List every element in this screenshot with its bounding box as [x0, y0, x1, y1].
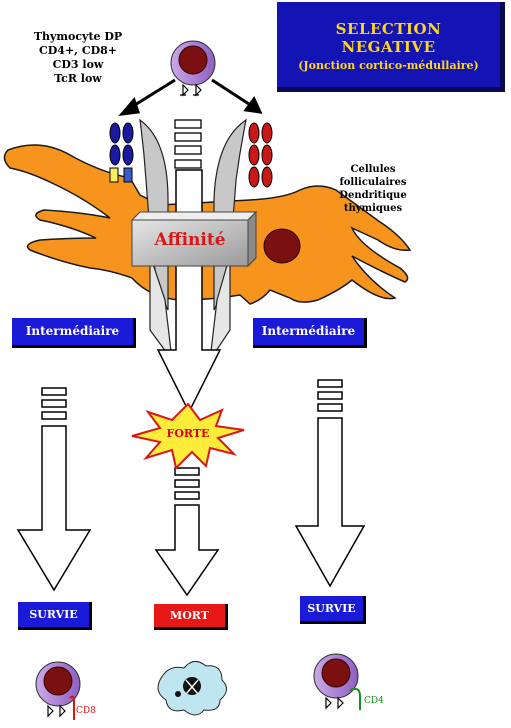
- left-survival-arrow: [16, 387, 92, 592]
- thymocyte-top: [170, 40, 216, 97]
- dendritic-line-3: Dendritique: [339, 190, 407, 201]
- title-line-3: (Jonction cortico-médullaire): [298, 59, 479, 72]
- strong-label: FORTE: [166, 427, 210, 440]
- title-box: SELECTION NEGATIVE (Jonction cortico-méd…: [277, 2, 505, 92]
- survival-box-left: SURVIE: [18, 602, 92, 630]
- death-box: MORT: [154, 604, 228, 630]
- thymocyte-line-2: CD4+, CD8+: [39, 44, 117, 57]
- surviving-cell-right: [313, 653, 361, 710]
- survival-box-right: SURVIE: [300, 596, 366, 624]
- center-death-arrow: [154, 467, 220, 597]
- central-tcr: [174, 119, 202, 169]
- central-arrow: [156, 169, 222, 414]
- dendritic-description: Cellules folliculaires Dendritique thymi…: [318, 163, 428, 215]
- dendritic-line-1: Cellules: [350, 164, 396, 175]
- dendritic-line-2: folliculaires: [339, 177, 407, 188]
- intermediate-box-left: Intermédiaire: [12, 318, 136, 348]
- title-line-2: NEGATIVE: [341, 38, 436, 56]
- thymocyte-description: Thymocyte DP CD4+, CD8+ CD3 low TcR low: [18, 30, 138, 86]
- cd8-label: CD8: [76, 706, 96, 716]
- arrows-from-thymocyte: [118, 78, 263, 116]
- right-survival-arrow: [294, 379, 366, 588]
- surviving-cell-left: [35, 661, 81, 720]
- thymocyte-line-3: CD3 low: [52, 58, 104, 71]
- left-receptor-pair: [109, 122, 134, 183]
- thymocyte-line-4: TcR low: [54, 72, 102, 85]
- intermediate-box-right: Intermédiaire: [253, 318, 367, 348]
- thymocyte-line-1: Thymocyte DP: [33, 30, 123, 43]
- title-line-1: SELECTION: [335, 20, 442, 38]
- dendritic-line-4: thymiques: [343, 203, 403, 214]
- apoptotic-cell: [157, 661, 227, 716]
- strong-starburst: [131, 402, 245, 470]
- affinity-label: Affinité: [154, 230, 226, 250]
- affinity-box: [130, 210, 258, 268]
- cd4-label: CD4: [364, 696, 384, 706]
- right-receptor-pair: [248, 122, 273, 188]
